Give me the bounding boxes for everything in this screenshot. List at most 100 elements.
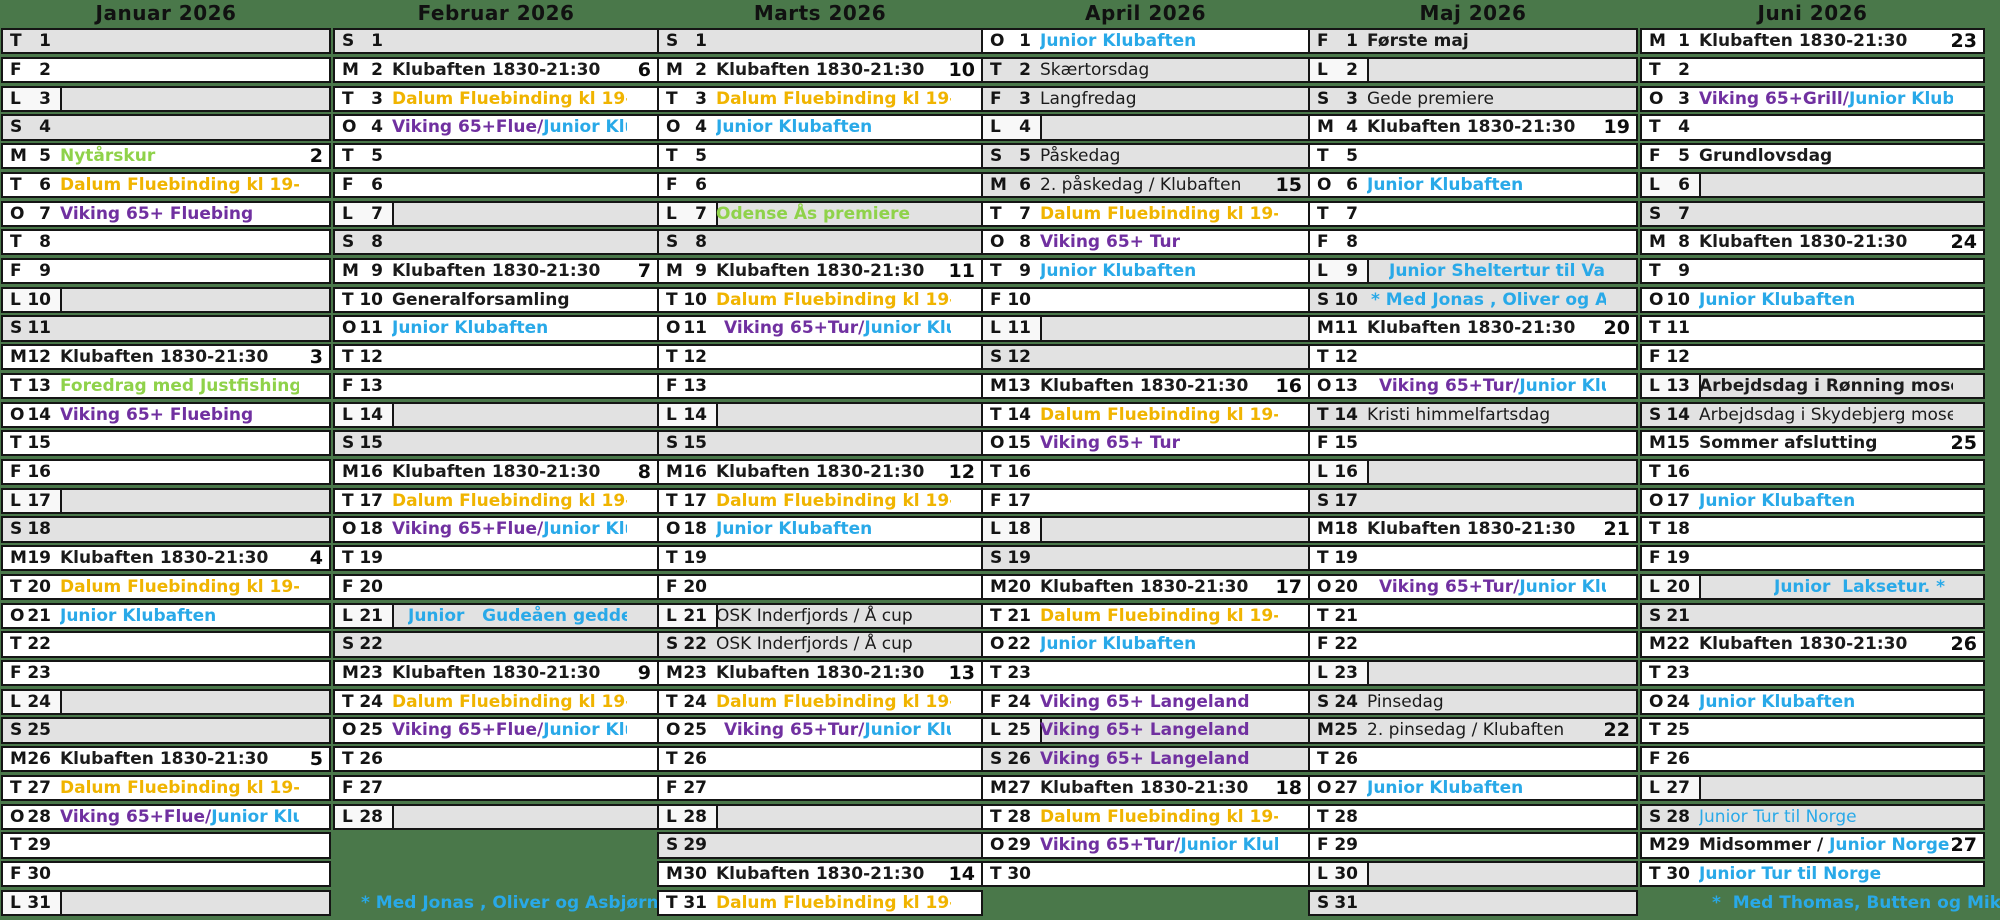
- day-events: Junior Klubaften: [392, 317, 627, 339]
- day-events: Junior Klubaften: [1040, 260, 1278, 282]
- weekday-letter: S: [10, 720, 23, 741]
- weekday-letter: M: [1649, 835, 1666, 856]
- saturday-label-box: [1642, 776, 1701, 800]
- day-number: 26: [27, 749, 51, 770]
- day-events: Klubaften 1830-21:30: [60, 547, 299, 569]
- event-text: Klubaften 1830-21:30: [1367, 318, 1576, 339]
- weekday-letter: O: [10, 605, 25, 626]
- event-text: Junior Klubaften: [211, 806, 299, 827]
- day-events: Dalum Fluebinding kl 19-21: [716, 490, 951, 512]
- event-text: Junior Klubaften: [1699, 691, 1856, 712]
- day-events: Klubaften 1830-21:30: [1367, 116, 1606, 138]
- weekday-letter: T: [666, 146, 678, 167]
- event-text: Arbejdsdag i Rønning mose: [1699, 375, 1953, 396]
- day-events: Junior Tur til Norge: [1699, 806, 1953, 828]
- day-number: 3: [1678, 88, 1690, 109]
- day-number: 4: [1678, 117, 1690, 138]
- event-text: Junior Laksetur. *: [1774, 576, 1945, 597]
- day-events: Viking 65+Tur/Junior Klubaften: [1379, 375, 1606, 397]
- event-text: OSK Inderfjords / Å cup: [716, 605, 913, 626]
- saturday-label-box: [659, 604, 718, 627]
- saturday-label-box: [659, 403, 718, 426]
- saturday-label-box: [335, 202, 394, 225]
- day-number: 11: [1666, 318, 1690, 339]
- weekday-letter: T: [666, 749, 678, 770]
- weekday-letter: T: [342, 749, 354, 770]
- event-text: Junior Klubaften: [1519, 576, 1606, 597]
- weekday-letter: M: [342, 260, 359, 281]
- day-events: Viking 65+Flue/Junior Klubaften: [60, 806, 299, 828]
- day-number: 26: [1666, 749, 1690, 770]
- event-text: Junior Klubaften: [543, 720, 627, 741]
- weekday-letter: S: [10, 519, 23, 540]
- weekday-letter: S: [666, 232, 679, 253]
- day-number: 1: [1019, 31, 1031, 52]
- day-number: 25: [1334, 720, 1358, 741]
- day-number: 25: [359, 720, 383, 741]
- weekday-letter: T: [342, 691, 354, 712]
- month-title: Februar 2026: [417, 1, 575, 25]
- event-text: Viking 65+ Tur: [1040, 232, 1181, 253]
- event-text: Klubaften 1830-21:30: [1699, 31, 1908, 52]
- day-number: 19: [27, 548, 51, 569]
- day-number: 30: [683, 864, 707, 885]
- day-number: 9: [695, 260, 707, 281]
- weekday-letter: L: [1317, 59, 1328, 80]
- event-text: Viking 65+Tur/: [1379, 576, 1520, 597]
- event-text: Junior Klubaften: [1367, 777, 1524, 798]
- weekday-letter: S: [990, 146, 1003, 167]
- weekday-letter: M: [342, 663, 359, 684]
- event-text: Dalum Fluebinding kl 19-21: [716, 892, 951, 913]
- day-number: 22: [359, 634, 383, 655]
- week-number: 14: [948, 863, 975, 886]
- weekday-letter: T: [1317, 749, 1329, 770]
- event-text: Dalum Fluebinding kl 19-21: [716, 490, 951, 511]
- day-number: 23: [359, 663, 383, 684]
- day-number: 3: [1019, 88, 1031, 109]
- weekday-letter: O: [990, 835, 1005, 856]
- event-text: Klubaften 1830-21:30: [716, 260, 925, 281]
- day-events: Påskedag: [1040, 145, 1278, 167]
- day-events: Midsommer / Junior Norge: [1699, 834, 1953, 856]
- weekday-letter: O: [1317, 777, 1332, 798]
- weekday-letter: F: [1649, 749, 1661, 770]
- event-text: 2. pinsedag / Klubaften: [1367, 720, 1565, 741]
- weekday-letter: S: [666, 835, 679, 856]
- day-events: Viking 65+Flue/Junior Klubaften: [392, 518, 627, 540]
- day-events: Gede premiere: [1367, 88, 1606, 110]
- saturday-label-box: [1310, 259, 1369, 283]
- day-events: Junior Klubaften: [1040, 633, 1278, 655]
- day-number: 13: [683, 375, 707, 396]
- day-number: 6: [1019, 174, 1031, 195]
- day-number: 3: [1346, 88, 1358, 109]
- weekday-letter: M: [1317, 720, 1334, 741]
- day-number: 11: [1007, 318, 1031, 339]
- day-number: 21: [1666, 605, 1690, 626]
